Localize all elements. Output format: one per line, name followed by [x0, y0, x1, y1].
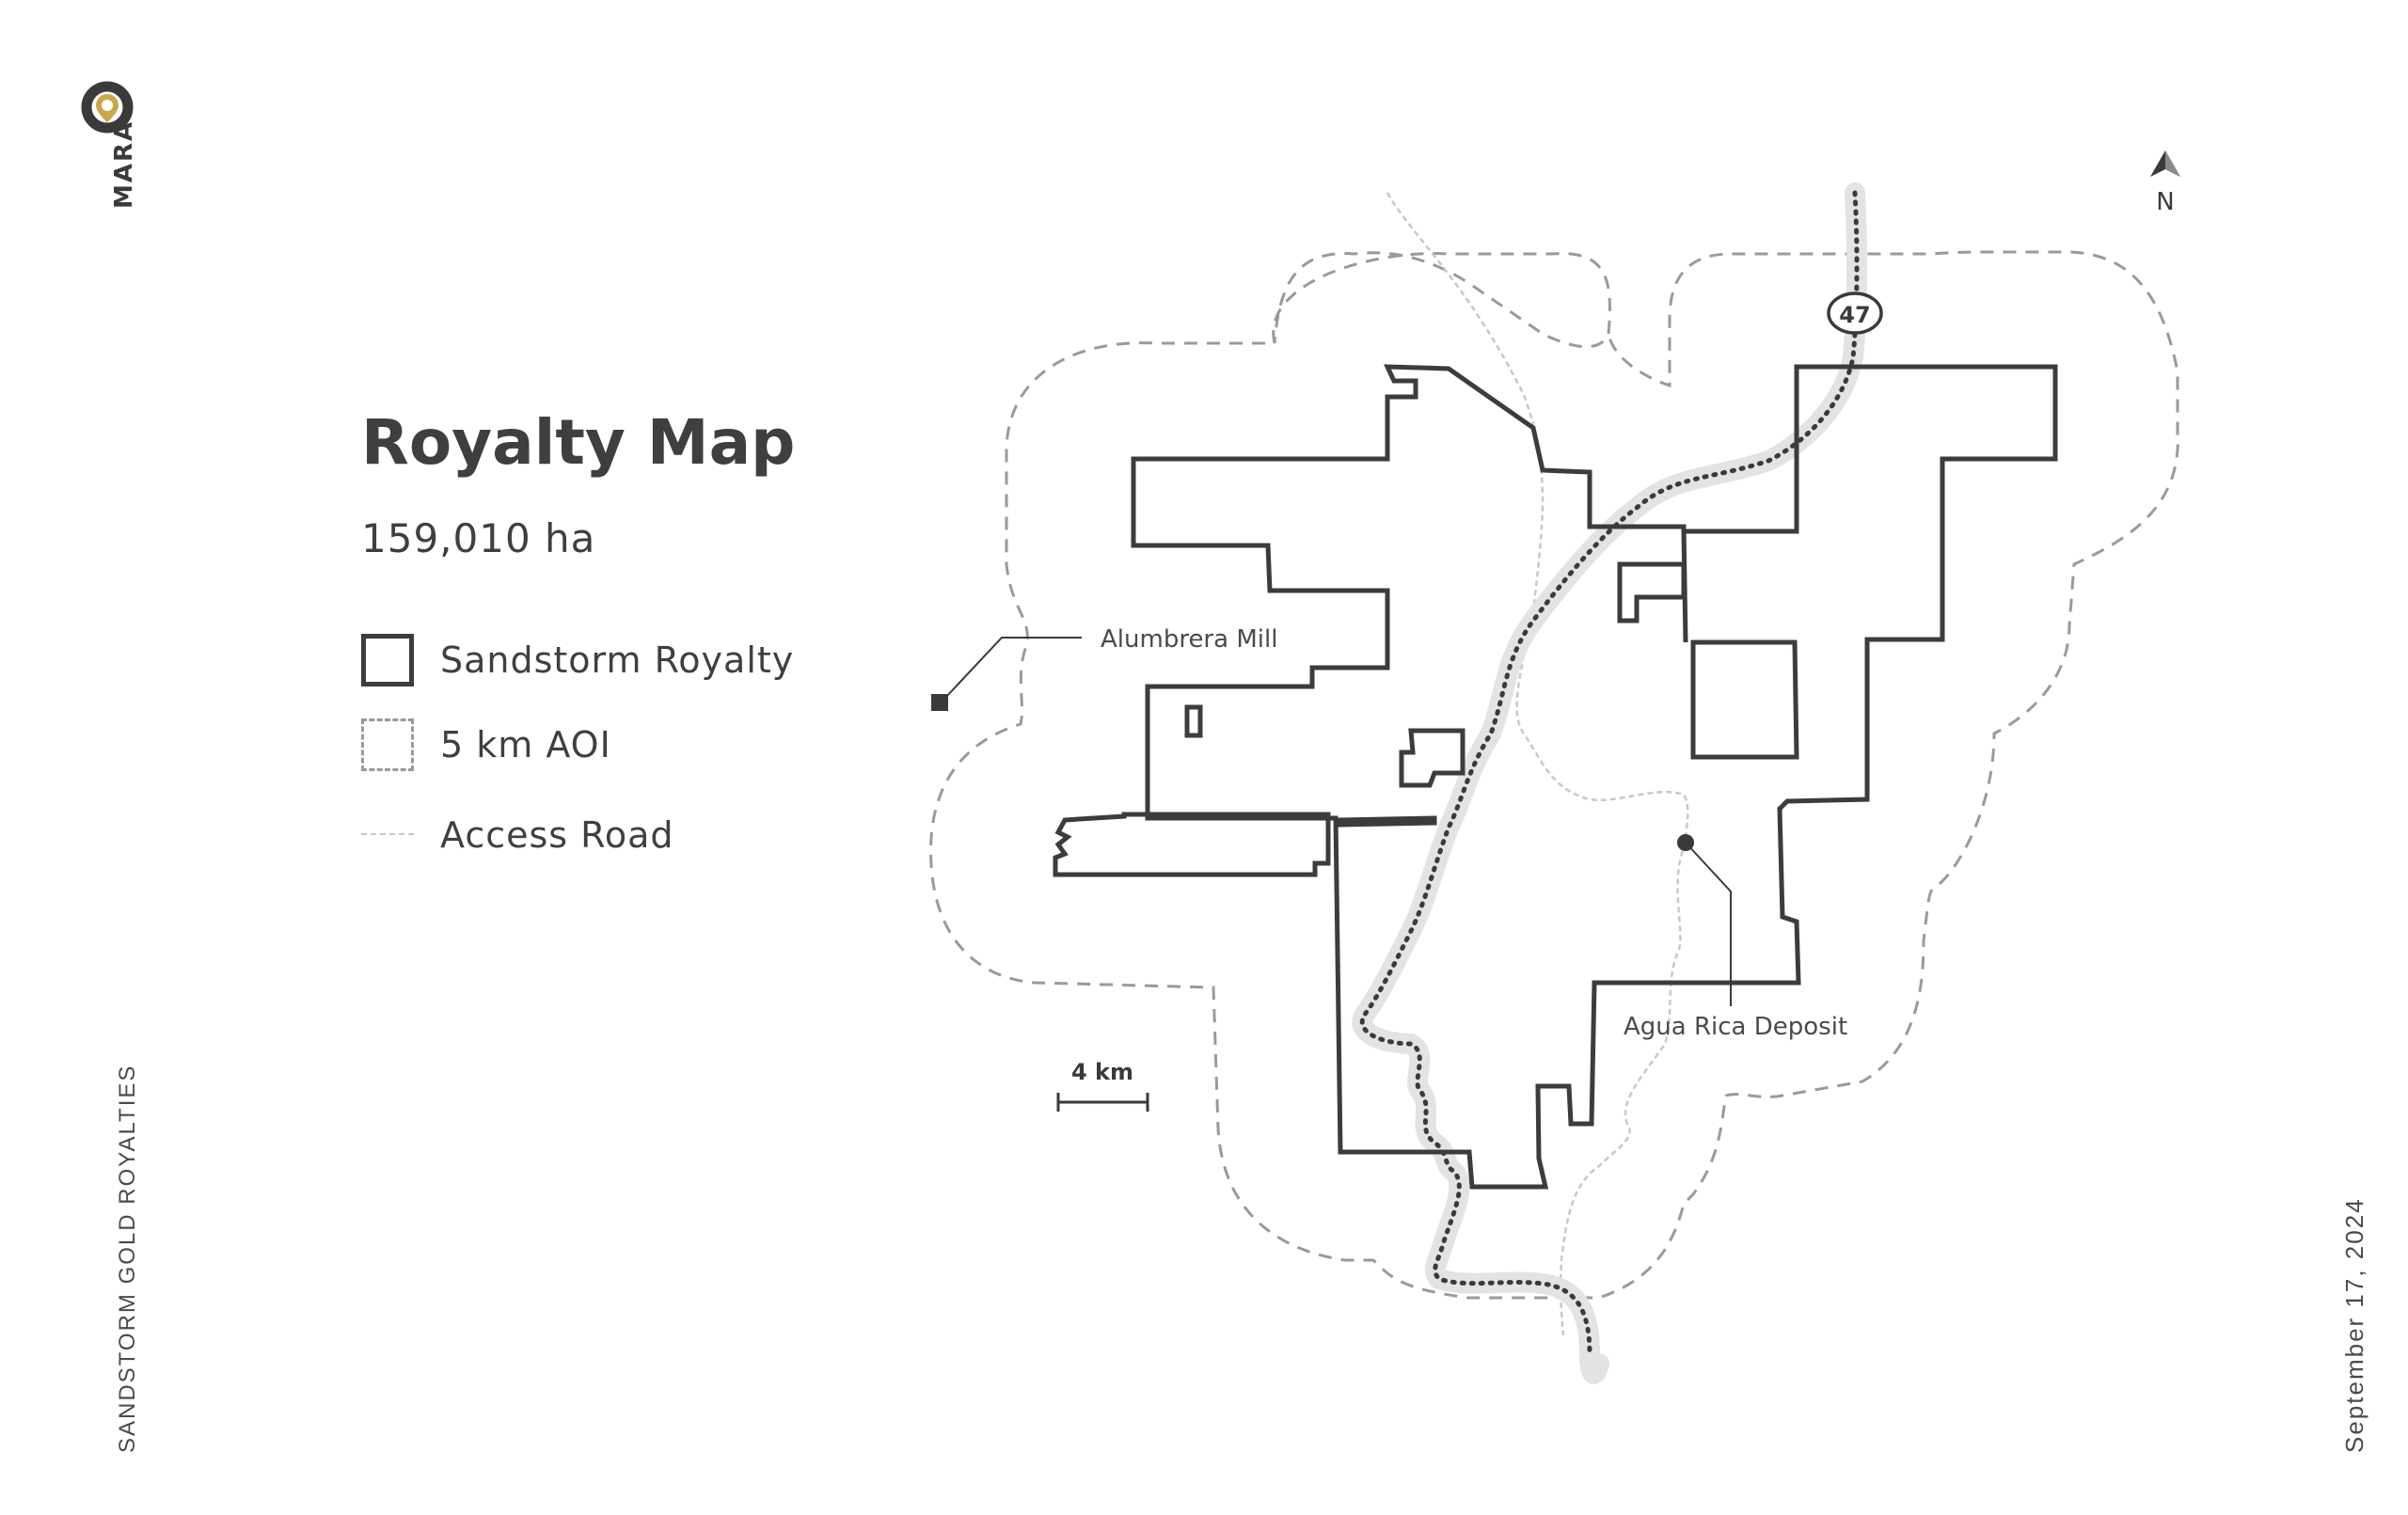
agua-rica-label: Agua Rica Deposit — [1624, 1013, 1847, 1041]
legend-label-aoi: 5 km AOI — [440, 724, 611, 765]
north-arrow-icon: N — [2150, 150, 2180, 216]
mara-logo-icon — [81, 81, 134, 134]
royalty-symbol-icon — [361, 634, 414, 686]
page-title: Royalty Map — [361, 406, 796, 479]
alumbrera-mill-leader — [944, 637, 1082, 699]
svg-text:N: N — [2156, 188, 2174, 216]
legend-item-royalty: Sandstorm Royalty — [361, 634, 794, 686]
svg-text:4 km: 4 km — [1071, 1059, 1133, 1085]
alumbrera-mill-label: Alumbrera Mill — [1101, 625, 1277, 654]
agua-rica-leader — [1685, 842, 1732, 1006]
legend-label-road: Access Road — [440, 814, 674, 856]
aoi-boundary — [929, 250, 2179, 1300]
area-total: 159,010 ha — [361, 515, 596, 561]
scale-bar: 4 km — [1056, 1059, 1149, 1112]
legend-label-royalty: Sandstorm Royalty — [440, 639, 795, 681]
highway-47 — [1359, 190, 1860, 1357]
alumbrera-mill-marker — [931, 694, 948, 711]
access-road — [1386, 192, 1689, 1336]
svg-text:47: 47 — [1839, 302, 1870, 328]
legend-item-aoi: 5 km AOI — [361, 718, 611, 771]
royalty-boundary — [1053, 364, 2058, 1190]
aoi-symbol-icon — [361, 718, 414, 771]
legend-item-road: Access Road — [361, 809, 674, 861]
highway-shield-icon: 47 — [1827, 292, 1883, 335]
road-symbol-icon — [361, 833, 414, 837]
